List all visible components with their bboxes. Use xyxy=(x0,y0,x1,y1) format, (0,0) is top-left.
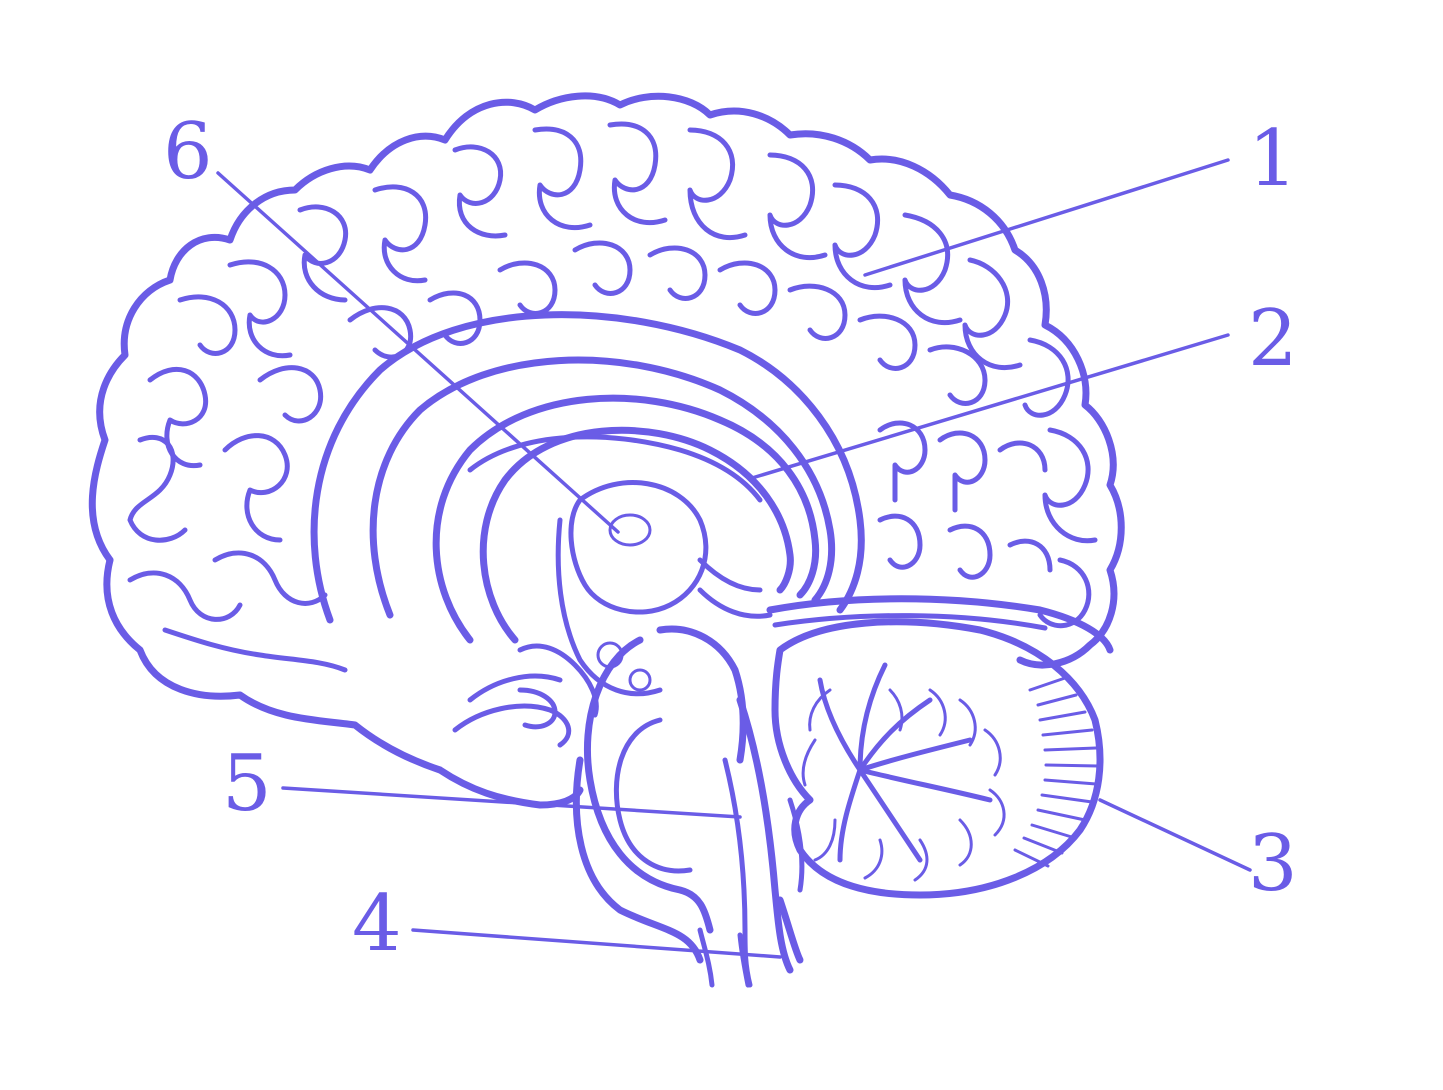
cerebellar-folia xyxy=(1013,676,1100,868)
cerebrum xyxy=(88,92,1125,809)
arbor-vitae xyxy=(801,662,1006,882)
fornix xyxy=(467,434,763,503)
label-6: 6 xyxy=(163,107,213,197)
cerebellum-outline xyxy=(771,618,1104,899)
optic-chiasm xyxy=(517,687,558,730)
leader-line-3 xyxy=(1098,798,1252,872)
number-labels: 1 2 3 4 5 6 xyxy=(163,107,1298,969)
corpus-callosum-inner xyxy=(479,426,794,644)
corpus-callosum xyxy=(432,394,820,644)
leader-line-2 xyxy=(750,333,1230,480)
leader-line-4 xyxy=(411,928,782,959)
interthalamic-adhesion xyxy=(608,513,652,547)
label-1: 1 xyxy=(1248,114,1298,204)
third-ventricle-wall xyxy=(555,517,663,697)
medulla-inner xyxy=(722,757,753,988)
brainstem-anterior xyxy=(572,756,704,964)
pons-outline xyxy=(583,636,714,934)
cingulate-gyrus-inner xyxy=(369,356,836,619)
corpus-callosum-outer xyxy=(432,394,820,644)
leader-line-5 xyxy=(281,786,742,819)
pons-inner xyxy=(613,717,693,874)
spinal-cord xyxy=(697,927,715,988)
leader-lines xyxy=(216,158,1252,959)
label-3: 3 xyxy=(1248,819,1298,909)
thalamus-outline xyxy=(568,480,709,615)
tentorium xyxy=(766,595,1114,654)
label-2: 2 xyxy=(1248,294,1298,384)
leader-line-6 xyxy=(216,171,620,534)
diencephalon xyxy=(452,480,773,748)
label-5: 5 xyxy=(222,739,272,829)
cerebrum-outline xyxy=(88,92,1125,669)
cingulate-gyrus-outer xyxy=(310,311,865,624)
cerebellum xyxy=(766,595,1114,899)
brainstem-posterior xyxy=(736,696,794,974)
leader-line-1 xyxy=(863,158,1230,277)
label-4: 4 xyxy=(352,879,402,969)
midbrain-outline xyxy=(656,625,747,764)
cerebrum-base-outline xyxy=(103,556,584,809)
